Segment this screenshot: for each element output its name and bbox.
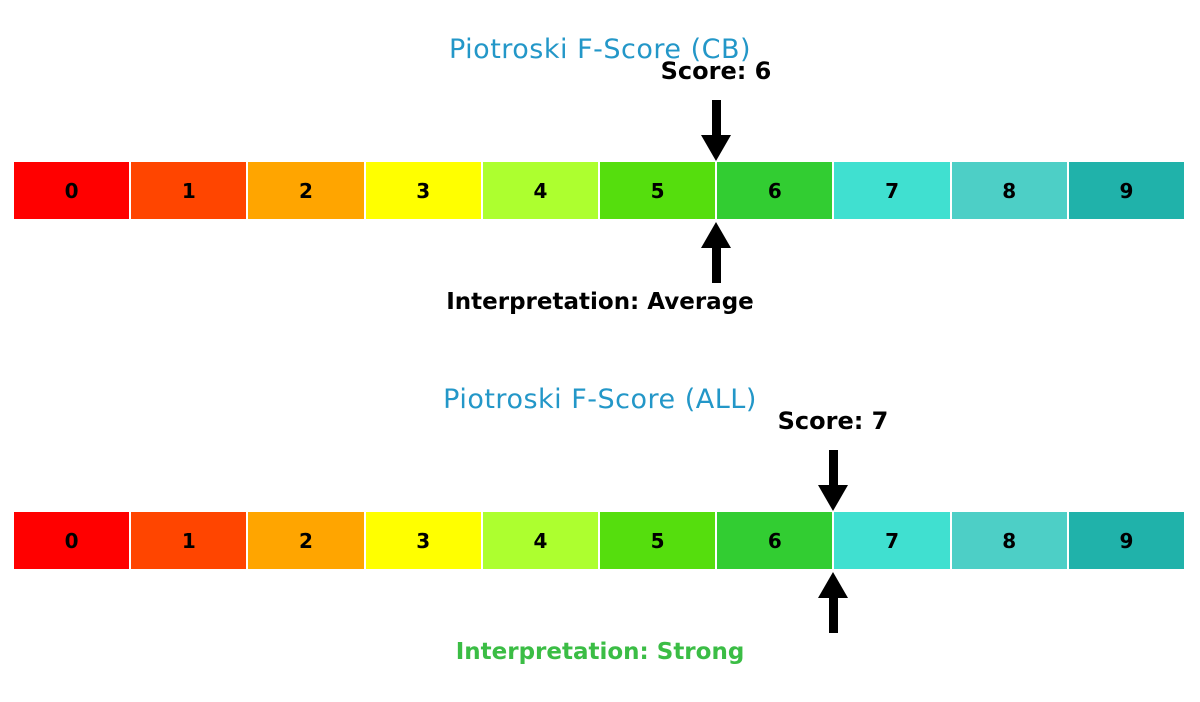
score-label: Score: 6 bbox=[660, 57, 772, 85]
segment-label: 0 bbox=[64, 528, 79, 553]
bar-segment-2: 2 bbox=[248, 512, 364, 569]
arrow-head bbox=[818, 485, 848, 511]
bar-segment-1: 1 bbox=[131, 512, 247, 569]
arrow-stem bbox=[828, 598, 838, 633]
segment-label: 1 bbox=[181, 178, 196, 203]
segment-label: 6 bbox=[767, 528, 782, 553]
bar-segment-5: 5 bbox=[600, 512, 716, 569]
arrow-stem bbox=[828, 450, 838, 485]
segment-label: 2 bbox=[299, 528, 313, 553]
segment-label: 3 bbox=[416, 528, 431, 553]
bar-segment-1: 1 bbox=[131, 162, 247, 219]
segment-label: 7 bbox=[885, 178, 899, 203]
fscore-chart-all: Piotroski F-Score (ALL) Score: 7 0 1 2 3 4 5 6… bbox=[0, 350, 1200, 702]
chart-title: Piotroski F-Score (CB) bbox=[448, 34, 752, 66]
segment-label: 8 bbox=[1002, 178, 1017, 203]
score-down-arrow-icon bbox=[701, 100, 731, 161]
bar-segment-6: 6 bbox=[717, 162, 833, 219]
bar-segment-9: 9 bbox=[1068, 162, 1185, 219]
arrow-head bbox=[818, 572, 848, 598]
arrow-head bbox=[701, 222, 731, 248]
segment-label: 5 bbox=[650, 528, 665, 553]
segment-label: 6 bbox=[767, 178, 782, 203]
segment-label: 5 bbox=[650, 178, 665, 203]
score-bar: 0 1 2 3 4 5 6 7 8 9 bbox=[14, 512, 1185, 569]
segment-label: 7 bbox=[885, 528, 899, 553]
bar-segment-5: 5 bbox=[600, 162, 716, 219]
arrow-stem bbox=[711, 248, 721, 283]
bar-segment-7: 7 bbox=[834, 162, 950, 219]
segment-label: 0 bbox=[64, 178, 79, 203]
segment-label: 9 bbox=[1119, 178, 1134, 203]
bar-segment-8: 8 bbox=[951, 512, 1067, 569]
segment-label: 3 bbox=[416, 178, 431, 203]
bar-segment-7: 7 bbox=[834, 512, 950, 569]
segment-label: 4 bbox=[533, 528, 548, 553]
bar-segment-3: 3 bbox=[365, 162, 481, 219]
score-bar: 0 1 2 3 4 5 6 7 8 9 bbox=[14, 162, 1185, 219]
bar-segment-9: 9 bbox=[1068, 512, 1185, 569]
interpretation-label: Interpretation: Strong bbox=[455, 639, 745, 665]
arrow-head bbox=[701, 135, 731, 161]
score-up-arrow-icon bbox=[818, 572, 848, 633]
bar-segment-4: 4 bbox=[482, 162, 599, 219]
score-down-arrow-icon bbox=[818, 450, 848, 511]
chart-title: Piotroski F-Score (ALL) bbox=[443, 384, 757, 416]
bar-segment-2: 2 bbox=[248, 162, 364, 219]
segment-label: 1 bbox=[181, 528, 196, 553]
score-up-arrow-icon bbox=[701, 222, 731, 283]
bar-segment-4: 4 bbox=[482, 512, 599, 569]
segment-label: 8 bbox=[1002, 528, 1017, 553]
bar-segment-0: 0 bbox=[14, 162, 130, 219]
segment-label: 2 bbox=[299, 178, 313, 203]
bar-segment-8: 8 bbox=[951, 162, 1067, 219]
fscore-chart-cb: Piotroski F-Score (CB) Score: 6 0 1 2 3 4 5 6 7… bbox=[0, 0, 1200, 350]
bar-segment-0: 0 bbox=[14, 512, 130, 569]
interpretation-label: Interpretation: Average bbox=[446, 289, 754, 315]
segment-label: 4 bbox=[533, 178, 548, 203]
arrow-stem bbox=[711, 100, 721, 135]
bar-segment-6: 6 bbox=[717, 512, 833, 569]
score-label: Score: 7 bbox=[777, 407, 889, 435]
segment-label: 9 bbox=[1119, 528, 1134, 553]
bar-segment-3: 3 bbox=[365, 512, 481, 569]
